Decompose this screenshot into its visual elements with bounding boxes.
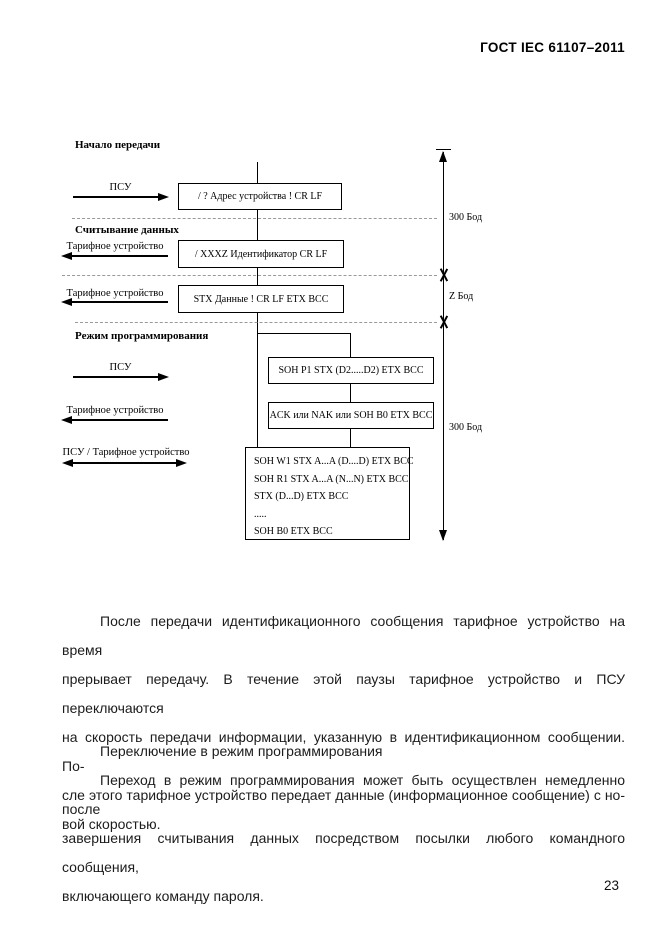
- psu-label: ПСУ: [109, 362, 132, 373]
- arrow-left-icon: [62, 459, 73, 467]
- arrow-right-icon: [176, 459, 187, 467]
- protocol-diagram: 300 Бод Z Бод 300 Бод Начало передачи Сч…: [61, 139, 483, 541]
- paragraph-1: После передачи идентификационного сообще…: [62, 607, 625, 839]
- phase-separator-2: [62, 275, 437, 276]
- arrow-left-icon: [61, 416, 72, 424]
- arrow-left-icon: [61, 298, 72, 306]
- arrow-up-icon: [439, 151, 447, 162]
- arrow-left-icon: [61, 252, 72, 260]
- dimension-cross-icon: [437, 315, 449, 329]
- tariff-arrow-shaft: [70, 419, 168, 421]
- psu-label: ПСУ: [109, 182, 132, 193]
- command-line: STX (D...D) ETX BCC: [254, 491, 349, 502]
- arrow-right-icon: [158, 373, 169, 381]
- section-programming-label: Режим программирования: [75, 330, 209, 342]
- paragraph-line: завершения считывания данных посредством…: [62, 830, 625, 875]
- phase-separator-3: [75, 322, 437, 323]
- phase-separator-1: [72, 218, 437, 219]
- psu-arrow-shaft: [73, 196, 161, 198]
- tariff-device-label: Тарифное устройство: [66, 288, 164, 299]
- psu-tariff-label: ПСУ / Тарифное устройство: [62, 447, 190, 458]
- command-line: SOH W1 STX A...A (D....D) ETX BCC: [254, 456, 414, 467]
- message-box-commands: SOH W1 STX A...A (D....D) ETX BCC SOH R1…: [245, 447, 414, 540]
- paragraph-3: Переход в режим программирования может б…: [62, 766, 625, 911]
- branch-horizontal-line: [257, 333, 350, 334]
- baud-label-z: Z Бод: [449, 291, 474, 302]
- dimension-top-tick: [436, 149, 451, 150]
- both-arrow-shaft: [71, 462, 179, 464]
- arrow-down-icon: [439, 530, 447, 541]
- message-box-data: STX Данные ! CR LF ETX BCC: [178, 285, 344, 313]
- baud-label-300-top: 300 Бод: [449, 212, 483, 223]
- paragraph-line: Переход в режим программирования может б…: [62, 772, 625, 817]
- command-line: SOH R1 STX A...A (N...N) ETX BCC: [254, 473, 409, 485]
- paragraph-line: включающего команду пароля.: [62, 888, 264, 904]
- baud-dimension-line: [443, 152, 444, 540]
- tariff-device-label: Тарифное устройство: [66, 405, 164, 416]
- tariff-arrow-shaft: [70, 301, 168, 303]
- message-box-identifier: / XXXZ Идентификатор CR LF: [178, 240, 344, 268]
- command-line: .....: [254, 508, 267, 520]
- paragraph-line: После передачи идентификационного сообще…: [62, 613, 625, 658]
- page-number: 23: [603, 878, 619, 893]
- document-header: ГОСТ IEC 61107–2011: [480, 40, 625, 55]
- section-start-label: Начало передачи: [75, 139, 161, 151]
- baud-label-300-bottom: 300 Бод: [449, 422, 483, 433]
- tariff-arrow-shaft: [70, 255, 168, 257]
- message-box-ack: ACK или NAK или SOH B0 ETX BCC: [268, 402, 434, 429]
- message-box-program: SOH P1 STX (D2.....D2) ETX BCC: [268, 357, 434, 384]
- paragraph-line: вой скоростью.: [62, 816, 161, 832]
- tariff-device-label: Тарифное устройство: [66, 241, 164, 252]
- branch-connector-line: [350, 333, 351, 447]
- paragraph-line: сле этого тарифное устройство передает д…: [62, 787, 625, 803]
- arrow-right-icon: [158, 193, 169, 201]
- paragraph-line: прерывает передачу. В течение этой паузы…: [62, 671, 625, 716]
- command-line: SOH B0 ETX BCC: [254, 526, 333, 537]
- message-box-address: / ? Адрес устройства ! CR LF: [178, 183, 342, 210]
- paragraph-2: Переключение в режим программирования: [100, 743, 383, 759]
- section-reading-label: Считывание данных: [75, 224, 179, 236]
- paragraph-line: на скорость передачи информации, указанн…: [62, 729, 625, 774]
- psu-arrow-shaft: [73, 376, 161, 378]
- dimension-cross-icon: [437, 268, 449, 282]
